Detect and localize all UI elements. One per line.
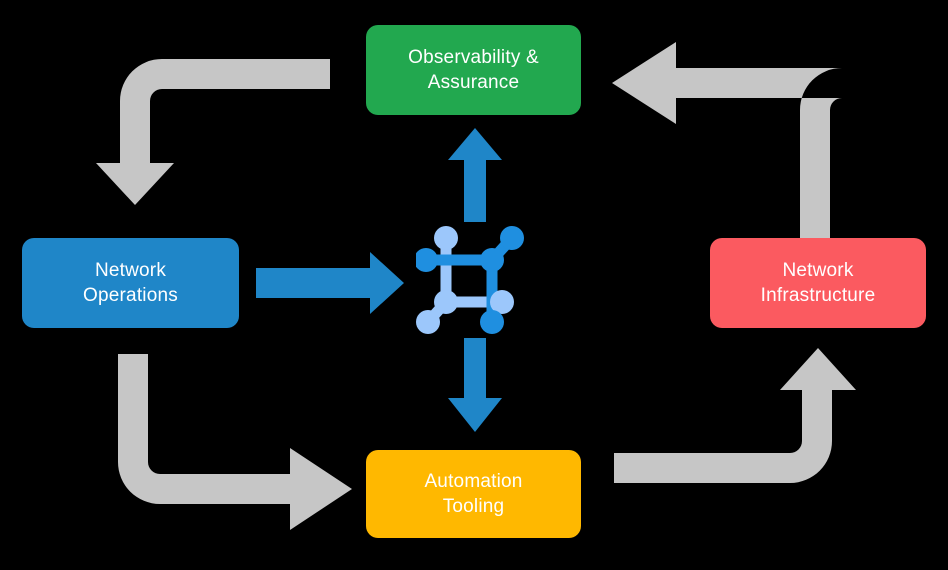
node-automation-tooling[interactable]: Automation Tooling — [366, 450, 581, 538]
node-observability-assurance[interactable]: Observability & Assurance — [366, 25, 581, 115]
network-topology-icon — [416, 226, 524, 334]
loop-arrow-bottom-right — [614, 348, 856, 483]
loop-arrow-top-left — [96, 59, 330, 205]
flow-arrow-ops-to-center — [256, 252, 404, 314]
flow-arrow-center-to-automation — [448, 338, 502, 432]
loop-arrow-top-right-shape — [612, 42, 842, 238]
loop-arrow-bottom-left — [118, 354, 352, 530]
flow-arrow-center-to-observability — [448, 128, 502, 222]
node-network-infrastructure[interactable]: Network Infrastructure — [710, 238, 926, 328]
node-network-operations[interactable]: Network Operations — [22, 238, 239, 328]
